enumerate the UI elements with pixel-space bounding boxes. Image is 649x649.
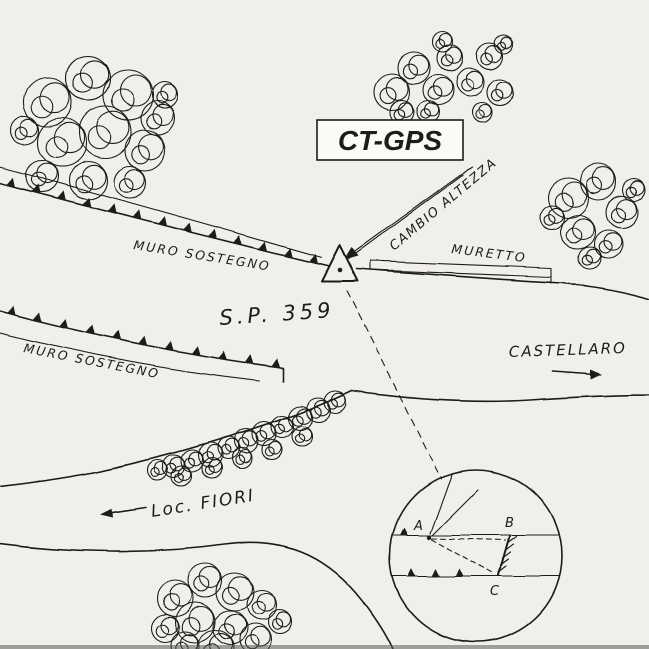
wall-tooth [183,222,192,233]
muro-sostegno-lower-label: MURO SOSTEGNO [22,340,161,381]
gps-arrow-shaft [352,165,474,257]
wall-tooth [208,228,217,239]
wall-tooth [57,190,66,201]
inset-dashed-a-b [431,537,506,541]
inset-barb-1 [400,527,408,535]
castellaro-arrow-head [591,369,603,379]
wall-tooth [59,318,69,329]
point-name-box: CT-GPS [316,119,464,161]
wall-tooth [309,253,319,264]
inset-point-a-dot [426,534,432,540]
castellaro-label: CASTELLARO [509,339,628,361]
wall-tooth [245,354,255,364]
loc-fiori-arrow-shaft [105,507,147,515]
vegetation [10,31,646,649]
road-right-edge [356,268,649,300]
tree-cluster-top-center [373,31,464,125]
inset-point-c-label: C [490,584,500,599]
wall-tooth [258,241,268,252]
wall-tooth [112,330,122,341]
wall-tooth [7,305,17,316]
wall-tooth [82,196,91,207]
wall-tooth [6,177,16,188]
inset-arrow-to-a [429,472,479,536]
detail-inset [389,469,563,643]
inset-point-b-label: B [505,516,514,531]
tree-cluster-top-center-right [455,34,514,123]
wall-tooth [157,216,167,226]
loc-fiori-label: Loc. FIORI [150,486,257,522]
upper-retaining-wall [0,182,335,268]
inset-barb-2 [408,568,416,576]
muretto-label: MURETTO [451,241,528,265]
wall-tooth [31,183,41,194]
gps-arrow-head [344,247,359,260]
scan-edge-bottom [0,645,649,649]
lower-road-edge [0,332,261,382]
tree-cluster-top-left [10,55,179,200]
inset-dashed-a-c [431,538,494,574]
loc-fiori-arrow-head [100,509,113,518]
cambio-altezza-label: CAMBIO ALTEZZA [387,156,500,255]
sight-dashed-line [346,290,442,480]
inset-wall-b-c [497,535,510,576]
inset-point-a-label: A [413,519,423,534]
wall-tooth [138,335,148,346]
wall-tooth [85,324,95,335]
main-road-lower-edge [351,390,649,403]
wall-tooth [132,209,142,220]
tree-cluster-bottom [150,562,293,649]
wall-tooth [107,203,117,214]
bush-row-mid [147,390,347,487]
loc-fiori-road-lower-edge [0,541,394,649]
inset-barb-4 [456,568,464,576]
wall-tooth [283,247,293,258]
upper-road-edge [0,166,323,258]
retaining-wall-teeth [6,177,319,368]
wall-tooth [191,345,201,356]
wall-tooth [271,357,281,368]
muro-sostegno-upper-label: MURO SOSTEGNO [133,237,272,273]
tree-cluster-right [539,163,646,270]
point-name-label: CT-GPS [338,125,443,156]
inset-circle [389,469,563,643]
muretto-wall [370,260,552,284]
castellaro-arrow-shaft [551,370,597,375]
wall-tooth [218,350,228,360]
road-name-label: S.P. 359 [219,298,336,330]
wall-tooth [165,340,175,351]
wall-tooth [233,235,243,245]
loc-fiori-road-upper-edge [0,390,353,488]
survey-triangle-marker [321,244,359,282]
inset-barb-3 [432,568,440,576]
survey-point-dot [337,267,343,273]
wall-tooth [33,312,43,322]
inset-wall-hatching [497,535,517,573]
